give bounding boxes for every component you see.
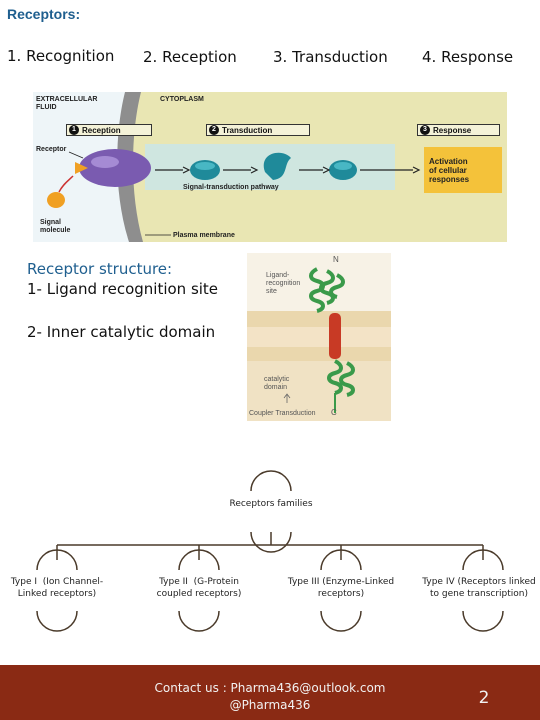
org-root-receptors-families: Receptors families bbox=[229, 499, 313, 509]
org-type-3: Type III (Enzyme-Linked receptors) bbox=[287, 577, 395, 599]
response-box-label: Response bbox=[433, 125, 472, 135]
org-type-1: Type I (Ion Channel- Linked receptors) bbox=[10, 577, 104, 599]
receptor-structure-figure: N Ligand- recognition site catalytic dom… bbox=[247, 253, 391, 421]
coupler-label: Coupler Transduction bbox=[249, 410, 316, 417]
slide-heading: Receptors: bbox=[7, 6, 81, 22]
response-number: 3 bbox=[420, 125, 430, 135]
receptor-structure-title: Receptor structure: bbox=[27, 260, 173, 278]
step-response: 4. Response bbox=[422, 48, 514, 66]
signal-molecule-label: Signal molecule bbox=[40, 219, 71, 234]
transduction-number: 2 bbox=[209, 125, 219, 135]
pathway-label: Signal-transduction pathway bbox=[183, 184, 279, 191]
c-terminus-label: C bbox=[331, 408, 337, 417]
activation-label: Activation of cellular responses bbox=[429, 156, 470, 184]
reception-box-label: Reception bbox=[82, 125, 121, 135]
reception-box: 1 Reception bbox=[66, 124, 152, 136]
step-transduction: 3. Transduction bbox=[273, 48, 388, 66]
transduction-box-label: Transduction bbox=[222, 125, 273, 135]
page-number: 2 bbox=[478, 688, 490, 708]
n-terminus-label: N bbox=[333, 255, 339, 264]
response-box: 3 Response bbox=[417, 124, 500, 136]
org-chart-connectors bbox=[36, 470, 504, 632]
structure-illustration bbox=[247, 267, 391, 421]
ligand-recognition-label: Ligand- recognition site bbox=[266, 272, 301, 295]
activation-box: Activation of cellular responses bbox=[424, 147, 502, 193]
plasma-membrane-label: Plasma membrane bbox=[173, 232, 235, 239]
pathway-illustration bbox=[33, 92, 421, 242]
receptor-label: Receptor bbox=[36, 146, 67, 153]
step-reception: 2. Reception bbox=[143, 48, 237, 66]
reception-number: 1 bbox=[69, 125, 79, 135]
catalytic-domain-item: 2- Inner catalytic domain bbox=[27, 323, 216, 341]
org-type-4: Type IV (Receptors linked to gene transc… bbox=[422, 577, 536, 599]
step-recognition: 1. Recognition bbox=[7, 47, 115, 65]
catalytic-domain-label: catalytic domain bbox=[264, 376, 290, 391]
extracellular-label: EXTRACELLULAR FLUID bbox=[36, 96, 98, 111]
ligand-site-item: 1- Ligand recognition site bbox=[27, 280, 219, 298]
cytoplasm-label: CYTOPLASM bbox=[160, 96, 204, 103]
signal-pathway-figure: EXTRACELLULAR FLUID CYTOPLASM 1 Receptio… bbox=[33, 92, 507, 242]
contact-info: Contact us : Pharma436@outlook.com @Phar… bbox=[154, 681, 386, 712]
transduction-box: 2 Transduction bbox=[206, 124, 310, 136]
org-type-2: Type II (G-Protein coupled receptors) bbox=[156, 577, 242, 599]
footer-bar bbox=[0, 665, 540, 720]
